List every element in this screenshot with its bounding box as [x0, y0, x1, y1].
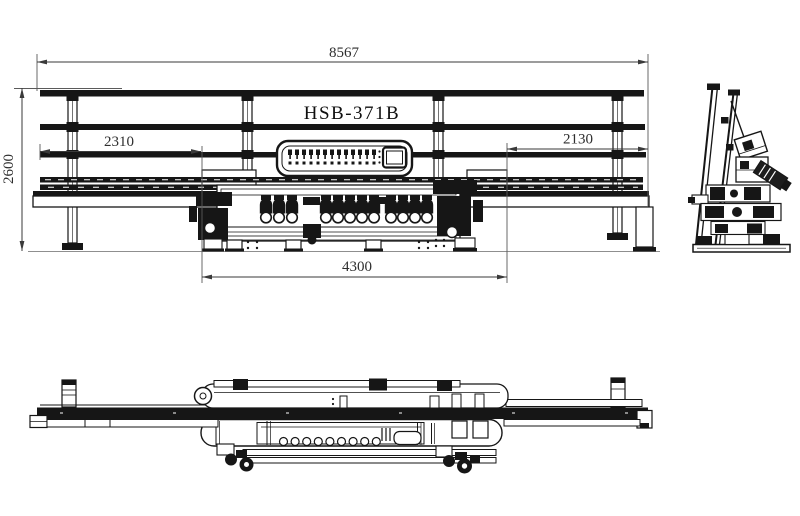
left-drive-cluster	[189, 192, 232, 252]
arrowhead	[202, 274, 212, 280]
side-motor	[752, 159, 792, 192]
arrowhead	[19, 88, 25, 98]
machine-feet	[225, 239, 430, 252]
plan-right-guide	[503, 419, 641, 427]
control-panel	[275, 139, 414, 178]
plan-conveyor-beam	[29, 407, 653, 429]
machine-body	[189, 180, 483, 252]
plan-wheel-row	[278, 436, 381, 447]
right-drive-cluster	[433, 180, 483, 252]
arrowhead	[40, 149, 50, 154]
dimension-annotations: 8567 2600 2310 2130 4300	[1, 45, 649, 283]
plan-view	[29, 377, 653, 474]
front-view: HSB-371B	[28, 90, 660, 252]
dim-center-section: 4300	[202, 259, 507, 280]
dim-total-length-label: 8567	[329, 45, 360, 61]
dim-center-section-label: 4300	[342, 259, 372, 275]
right-table-leg	[633, 206, 656, 252]
arrowhead	[507, 146, 517, 152]
model-label: HSB-371B	[304, 103, 400, 124]
plan-left-motor-cluster	[216, 443, 254, 472]
dim-right-section-label: 2130	[563, 132, 593, 148]
extension-lines	[14, 54, 649, 283]
plan-right-motor-cluster	[435, 445, 480, 474]
plan-upper-housing	[193, 378, 509, 410]
dim-total-length: 8567	[37, 45, 648, 65]
dim-total-height-label: 2600	[1, 154, 17, 184]
plan-lower-housing	[200, 418, 503, 447]
plan-left-post	[61, 379, 77, 408]
dim-left-section: 2310	[40, 134, 201, 154]
plan-left-guide	[46, 419, 219, 428]
arrowhead	[19, 241, 25, 251]
arrowhead	[37, 59, 47, 65]
center-motor	[303, 224, 321, 238]
grinding-spindles	[258, 194, 435, 224]
panel-screen	[381, 146, 408, 169]
arrowhead	[638, 59, 648, 65]
arrowhead	[638, 146, 648, 152]
dim-total-height: 2600	[1, 88, 25, 251]
dim-left-section-label: 2310	[104, 134, 134, 150]
side-machinery	[688, 184, 782, 246]
dim-right-section: 2130	[507, 132, 648, 152]
toggle-switch-row	[288, 149, 381, 165]
arrowhead	[497, 274, 507, 280]
side-console	[733, 130, 769, 161]
arrowhead	[191, 149, 201, 154]
plan-right-upper-rail	[505, 399, 643, 407]
side-view	[688, 83, 792, 253]
